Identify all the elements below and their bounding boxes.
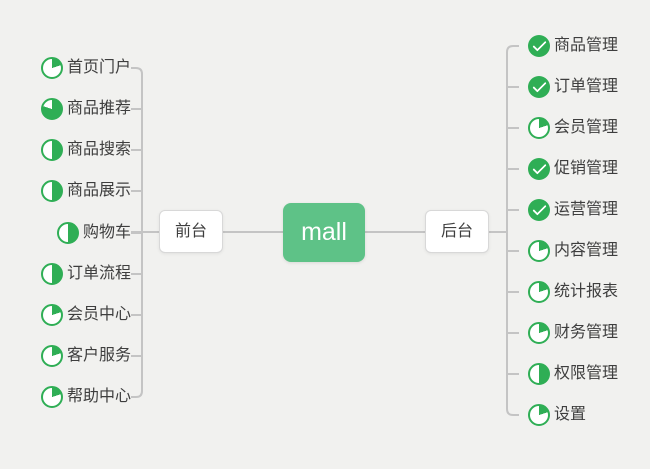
done-check-icon (528, 158, 550, 180)
progress-pie-icon (40, 386, 63, 408)
branch-node-label: 前台 (174, 222, 207, 240)
right-branch-bracket (506, 45, 519, 416)
topic-item[interactable]: 设置 (528, 400, 650, 430)
progress-pie-icon (528, 404, 550, 426)
progress-pie-icon (40, 139, 63, 161)
topic-label: 运营管理 (554, 201, 619, 218)
root-node-label: mall (301, 218, 347, 246)
progress-pie-icon (40, 345, 63, 367)
topic-label: 订单流程 (66, 265, 131, 282)
topic-item[interactable]: 首页门户 (0, 53, 131, 83)
topic-item[interactable]: 财务管理 (528, 318, 650, 348)
check-glyph (532, 78, 547, 93)
left-branch-stubs (131, 108, 142, 357)
topic-label: 商品展示 (66, 182, 131, 199)
topic-label: 商品管理 (554, 37, 619, 54)
topic-item[interactable]: 商品展示 (0, 176, 131, 206)
branch-node-frontend[interactable]: 前台 (159, 210, 223, 253)
topic-item[interactable]: 统计报表 (528, 277, 650, 307)
topic-item[interactable]: 促销管理 (528, 154, 650, 184)
frontend-topic-list: 首页门户 商品推荐 商品搜索 商品展示 购物车 订单流程 会员中心 客户服务 帮… (0, 0, 131, 469)
topic-label: 商品推荐 (66, 100, 131, 117)
topic-label: 内容管理 (554, 242, 619, 259)
topic-item[interactable]: 会员中心 (0, 300, 131, 330)
branch-node-backend[interactable]: 后台 (425, 210, 489, 253)
topic-item[interactable]: 购物车 (0, 218, 131, 248)
topic-label: 促销管理 (554, 160, 619, 177)
progress-pie-icon (40, 304, 63, 326)
progress-pie-icon (40, 57, 63, 79)
topic-item[interactable]: 帮助中心 (0, 382, 131, 412)
right-branch-stubs (507, 86, 519, 375)
topic-label: 购物车 (82, 224, 131, 241)
topic-item[interactable]: 权限管理 (528, 359, 650, 389)
progress-pie-icon (56, 222, 79, 244)
topic-label: 帮助中心 (66, 388, 131, 405)
check-glyph (532, 37, 547, 52)
topic-label: 商品搜索 (66, 141, 131, 158)
topic-label: 设置 (554, 406, 587, 423)
root-node-mall[interactable]: mall (283, 203, 365, 262)
topic-label: 订单管理 (554, 78, 619, 95)
check-glyph (532, 201, 547, 216)
topic-item[interactable]: 商品推荐 (0, 94, 131, 124)
progress-pie-icon (40, 180, 63, 202)
progress-pie-icon (40, 263, 63, 285)
done-check-icon (528, 76, 550, 98)
topic-label: 统计报表 (554, 283, 619, 300)
topic-label: 财务管理 (554, 324, 619, 341)
topic-item[interactable]: 运营管理 (528, 195, 650, 225)
progress-pie-icon (528, 281, 550, 303)
topic-item[interactable]: 商品管理 (528, 31, 650, 61)
branch-node-label: 后台 (440, 222, 473, 240)
progress-pie-icon (528, 240, 550, 262)
progress-pie-icon (528, 322, 550, 344)
progress-pie-icon (528, 363, 550, 385)
check-glyph (532, 160, 547, 175)
topic-item[interactable]: 客户服务 (0, 341, 131, 371)
topic-label: 客户服务 (66, 347, 131, 364)
done-check-icon (528, 35, 550, 57)
topic-label: 会员中心 (66, 306, 131, 323)
backend-topic-list: 商品管理 订单管理 会员管理 促销管理 运营管理 内容管理 统计报表 财务管理 … (528, 0, 650, 469)
topic-item[interactable]: 订单流程 (0, 259, 131, 289)
topic-item[interactable]: 订单管理 (528, 72, 650, 102)
progress-pie-icon (528, 117, 550, 139)
topic-label: 会员管理 (554, 119, 619, 136)
topic-label: 首页门户 (66, 59, 131, 76)
progress-pie-icon (40, 98, 63, 120)
topic-item[interactable]: 内容管理 (528, 236, 650, 266)
done-check-icon (528, 199, 550, 221)
topic-label: 权限管理 (554, 365, 619, 382)
topic-item[interactable]: 会员管理 (528, 113, 650, 143)
topic-item[interactable]: 商品搜索 (0, 135, 131, 165)
